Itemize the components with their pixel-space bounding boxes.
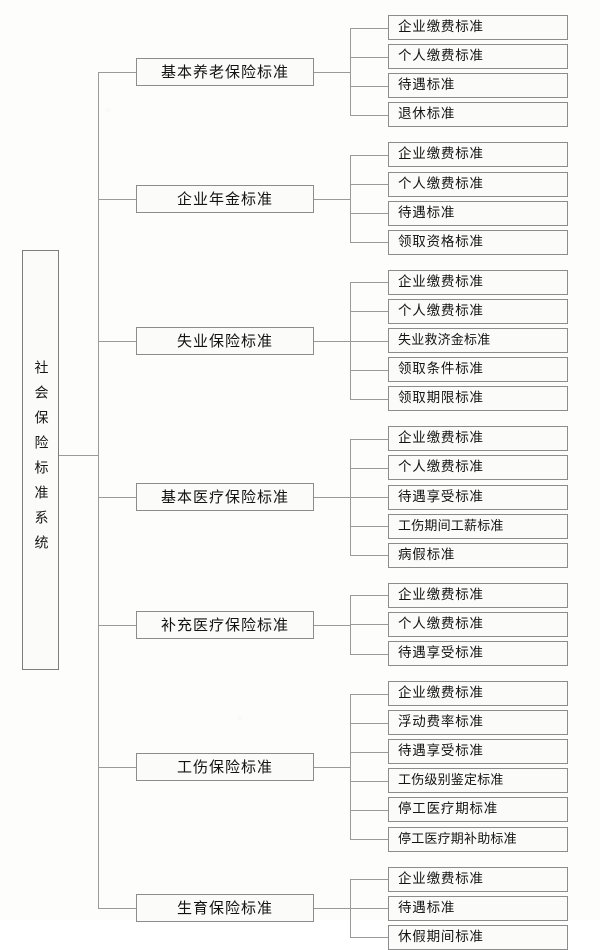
leaf-connector-h <box>350 908 388 909</box>
leaf-connector-h <box>350 555 388 556</box>
leaf-node: 待遇享受标准 <box>388 485 568 510</box>
leaf-spine-v <box>350 155 351 242</box>
leaf-node: 企业缴费标准 <box>388 142 568 167</box>
branch-to-leaves-h <box>314 199 350 200</box>
leaf-node: 企业缴费标准 <box>388 681 568 706</box>
leaf-connector-h <box>350 654 388 655</box>
root-to-branch-h <box>98 497 136 498</box>
branch-node: 补充医疗保险标准 <box>136 611 314 639</box>
leaf-node: 浮动费率标准 <box>388 710 568 735</box>
leaf-node: 待遇享受标准 <box>388 641 568 666</box>
leaf-node: 领取资格标准 <box>388 230 568 255</box>
leaf-node: 待遇标准 <box>388 896 568 921</box>
leaf-node: 企业缴费标准 <box>388 867 568 892</box>
leaf-spine-v <box>350 879 351 937</box>
branch-node: 工伤保险标准 <box>136 753 314 781</box>
leaf-connector-h <box>350 752 388 753</box>
leaf-connector-h <box>350 723 388 724</box>
leaf-node: 领取期限标准 <box>388 386 568 411</box>
branch-to-leaves-h <box>314 497 350 498</box>
leaf-spine-v <box>350 28 351 115</box>
branch-node: 失业保险标准 <box>136 327 314 355</box>
leaf-node: 待遇享受标准 <box>388 739 568 764</box>
leaf-connector-h <box>350 497 388 498</box>
root-to-branch-h <box>98 199 136 200</box>
branch-to-leaves-h <box>314 767 350 768</box>
leaf-connector-h <box>350 115 388 116</box>
leaf-node: 企业缴费标准 <box>388 583 568 608</box>
leaf-connector-h <box>350 937 388 938</box>
leaf-node: 个人缴费标准 <box>388 299 568 324</box>
branch-to-leaves-h <box>314 908 350 909</box>
leaf-node: 待遇标准 <box>388 73 568 98</box>
root-node: 社会保险标准系统 <box>22 250 59 670</box>
leaf-node: 休假期间标准 <box>388 925 568 950</box>
leaf-node: 失业救济金标准 <box>388 328 568 353</box>
leaf-node: 停工医疗期补助标准 <box>388 827 568 852</box>
branch-to-leaves-h <box>314 341 350 342</box>
root-to-branch-h <box>98 625 136 626</box>
leaf-connector-h <box>350 694 388 695</box>
leaf-spine-v <box>350 439 351 555</box>
leaf-connector-h <box>350 526 388 527</box>
leaf-connector-h <box>350 311 388 312</box>
branch-to-leaves-h <box>314 72 350 73</box>
leaf-node: 待遇标准 <box>388 201 568 226</box>
root-spine-v <box>98 72 99 908</box>
leaf-node: 个人缴费标准 <box>388 172 568 197</box>
leaf-node: 个人缴费标准 <box>388 44 568 69</box>
root-node-label: 社会保险标准系统 <box>32 360 49 560</box>
branch-node: 基本医疗保险标准 <box>136 483 314 511</box>
leaf-connector-h <box>350 399 388 400</box>
leaf-connector-h <box>350 810 388 811</box>
leaf-connector-h <box>350 213 388 214</box>
leaf-spine-v <box>350 595 351 654</box>
leaf-connector-h <box>350 86 388 87</box>
leaf-node: 停工医疗期标准 <box>388 797 568 822</box>
branch-node: 基本养老保险标准 <box>136 58 314 86</box>
branch-to-leaves-h <box>314 625 350 626</box>
leaf-node: 企业缴费标准 <box>388 15 568 40</box>
leaf-connector-h <box>350 468 388 469</box>
leaf-node: 企业缴费标准 <box>388 426 568 451</box>
root-to-branch-h <box>98 767 136 768</box>
leaf-connector-h <box>350 781 388 782</box>
root-to-branch-h <box>98 72 136 73</box>
leaf-connector-h <box>350 282 388 283</box>
leaf-connector-h <box>350 155 388 156</box>
leaf-node: 工伤级别鉴定标准 <box>388 768 568 793</box>
leaf-node: 企业缴费标准 <box>388 270 568 295</box>
leaf-connector-h <box>350 341 388 342</box>
leaf-node: 退休标准 <box>388 102 568 127</box>
leaf-connector-h <box>350 28 388 29</box>
root-to-branch-h <box>98 908 136 909</box>
branch-node: 生育保险标准 <box>136 894 314 922</box>
root-to-branch-h <box>98 341 136 342</box>
leaf-connector-h <box>350 370 388 371</box>
leaf-connector-h <box>350 439 388 440</box>
leaf-connector-h <box>350 57 388 58</box>
org-tree-diagram: 社会保险标准系统企业缴费标准个人缴费标准待遇标准退休标准基本养老保险标准企业缴费… <box>22 15 568 950</box>
leaf-connector-h <box>350 242 388 243</box>
leaf-connector-h <box>350 624 388 625</box>
leaf-connector-h <box>350 839 388 840</box>
leaf-spine-v <box>350 282 351 399</box>
leaf-connector-h <box>350 595 388 596</box>
leaf-spine-v <box>350 694 351 839</box>
branch-node: 企业年金标准 <box>136 185 314 213</box>
leaf-node: 个人缴费标准 <box>388 455 568 480</box>
leaf-node: 病假标准 <box>388 543 568 568</box>
leaf-node: 工伤期间工薪标准 <box>388 514 568 539</box>
root-connector-h <box>59 455 98 456</box>
leaf-connector-h <box>350 879 388 880</box>
leaf-node: 领取条件标准 <box>388 357 568 382</box>
leaf-connector-h <box>350 184 388 185</box>
leaf-node: 个人缴费标准 <box>388 612 568 637</box>
